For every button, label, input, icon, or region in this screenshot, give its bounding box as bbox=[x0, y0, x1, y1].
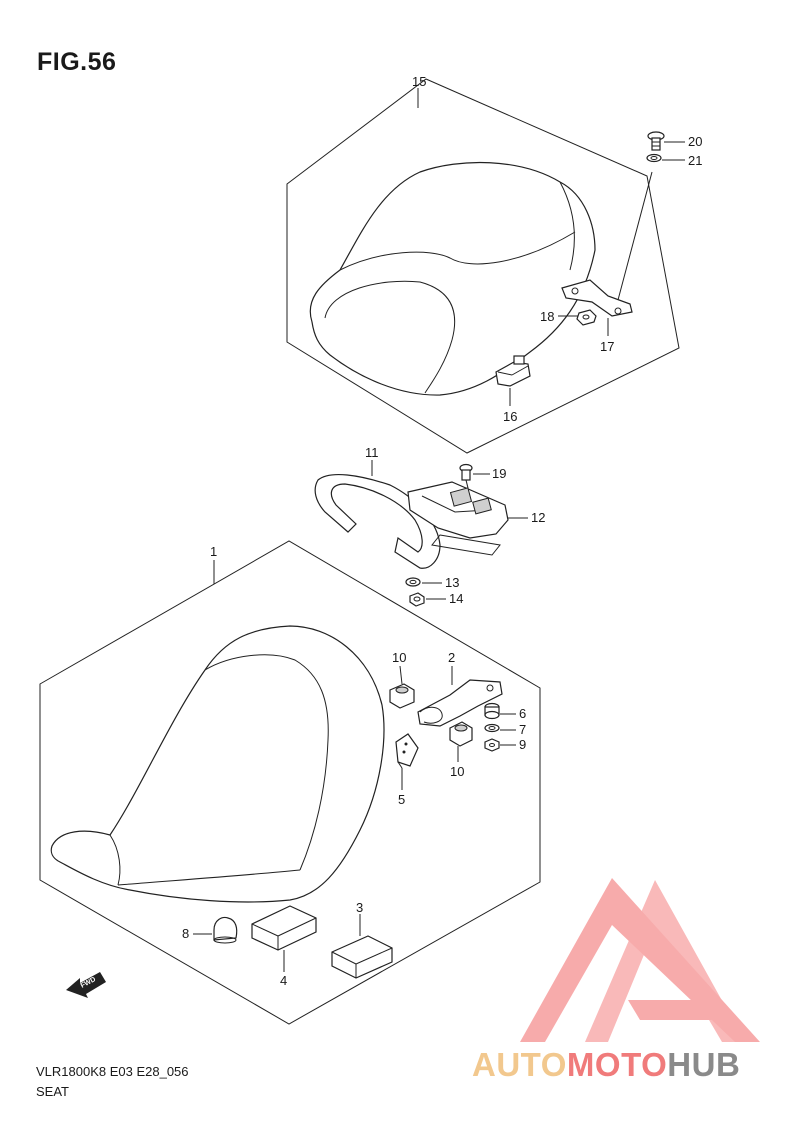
clip-10a-drawing bbox=[389, 683, 415, 709]
spacer-6-drawing bbox=[484, 702, 500, 720]
callout-9: 9 bbox=[519, 737, 526, 752]
pad-4-drawing bbox=[251, 905, 317, 951]
callout-2: 2 bbox=[448, 650, 455, 665]
washer-13-drawing bbox=[405, 577, 421, 587]
callout-3: 3 bbox=[356, 900, 363, 915]
lower-group-frame bbox=[39, 540, 541, 1025]
watermark-text-hub: HUB bbox=[667, 1046, 741, 1083]
nut-18-drawing bbox=[576, 309, 597, 326]
callout-13: 13 bbox=[445, 575, 459, 590]
callout-6: 6 bbox=[519, 706, 526, 721]
leader-lines bbox=[193, 88, 685, 972]
callout-18: 18 bbox=[540, 309, 554, 324]
callout-10b: 10 bbox=[450, 764, 464, 779]
callout-4: 4 bbox=[280, 973, 287, 988]
bracket-17-drawing bbox=[561, 171, 653, 317]
watermark-text-auto: AUTO bbox=[472, 1046, 567, 1083]
callout-19: 19 bbox=[492, 466, 506, 481]
nut-14-drawing bbox=[409, 592, 425, 607]
callout-8: 8 bbox=[182, 926, 189, 941]
upper-group-frame bbox=[286, 78, 680, 454]
figure-title: FIG.56 bbox=[37, 48, 117, 76]
main-seat-drawing bbox=[50, 625, 385, 903]
figure-name: SEAT bbox=[36, 1084, 69, 1099]
watermark-text-moto: MOTO bbox=[566, 1046, 668, 1083]
washer-7-drawing bbox=[484, 723, 500, 733]
cushion-8-drawing bbox=[213, 916, 238, 944]
callout-20: 20 bbox=[688, 134, 702, 149]
plate-2-drawing bbox=[417, 679, 503, 727]
bolt-20-drawing bbox=[647, 131, 665, 151]
callout-14: 14 bbox=[449, 591, 463, 606]
callout-11: 11 bbox=[365, 445, 379, 460]
callout-5: 5 bbox=[398, 792, 405, 807]
nut-9-drawing bbox=[484, 738, 500, 752]
figure-code: VLR1800K8 E03 E28_056 bbox=[36, 1064, 189, 1079]
clip-10b-drawing bbox=[449, 721, 473, 747]
callout-10a: 10 bbox=[392, 650, 406, 665]
washer-21-drawing bbox=[646, 153, 662, 163]
callout-7: 7 bbox=[519, 722, 526, 737]
callout-labels: 15 20 21 18 17 16 11 19 12 13 14 1 2 10 … bbox=[182, 74, 702, 988]
pad-3-drawing bbox=[331, 935, 393, 979]
cushion-16-drawing bbox=[495, 355, 531, 387]
clip-5-drawing bbox=[395, 733, 419, 769]
callout-15: 15 bbox=[412, 74, 426, 89]
watermark-logo bbox=[520, 878, 760, 1042]
callout-12: 12 bbox=[531, 510, 545, 525]
callout-17: 17 bbox=[600, 339, 614, 354]
callout-21: 21 bbox=[688, 153, 702, 168]
bolt-19-drawing bbox=[459, 463, 473, 489]
bracket-12-drawing bbox=[407, 481, 509, 556]
fwd-arrow-icon: FWD bbox=[66, 972, 106, 998]
callout-1: 1 bbox=[210, 544, 217, 559]
callout-16: 16 bbox=[503, 409, 517, 424]
passenger-seat-drawing bbox=[309, 161, 596, 396]
watermark-text: AUTOMOTOHUB bbox=[472, 1046, 740, 1084]
